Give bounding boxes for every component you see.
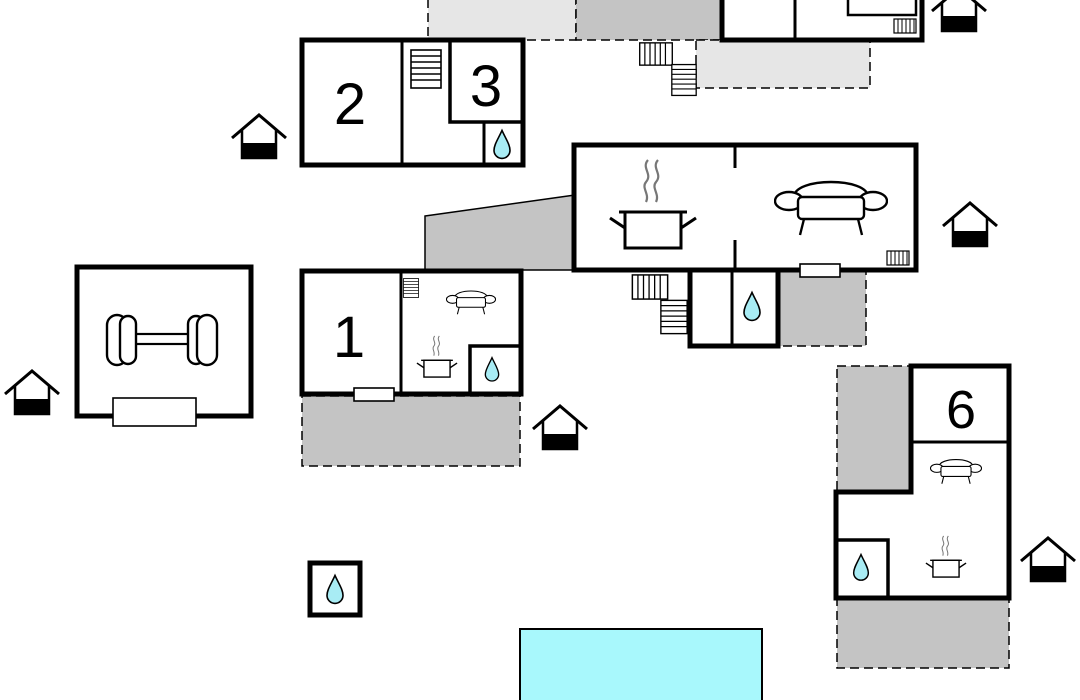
dumbbell-icon xyxy=(105,313,219,367)
window xyxy=(112,397,197,427)
block-bedrooms-2-3: 2 3 xyxy=(299,37,526,168)
bedroom-3-label: 3 xyxy=(470,54,502,119)
terrace-top-right xyxy=(695,39,871,89)
terrace-top-middle xyxy=(575,0,723,41)
radiator-icon xyxy=(893,18,917,34)
bedroom-1-label: 1 xyxy=(333,305,365,370)
stairs-icon xyxy=(638,42,674,66)
stairs-icon xyxy=(671,63,697,97)
swimming-pool xyxy=(519,628,763,700)
window xyxy=(353,387,395,402)
terrace-main-west xyxy=(424,194,576,271)
exit-house-icon xyxy=(231,113,287,160)
terrace-top-left xyxy=(427,0,577,41)
exit-house-icon xyxy=(1020,536,1076,583)
terrace-bedroom-6-side xyxy=(836,365,914,493)
exit-house-icon xyxy=(4,369,60,416)
exit-house-icon xyxy=(942,201,998,248)
top-building xyxy=(427,0,925,97)
gym-building xyxy=(74,264,254,427)
stairs-icon xyxy=(660,299,688,335)
bedroom-6-label: 6 xyxy=(946,380,976,440)
block-bedroom-6: 6 xyxy=(833,363,1012,669)
stairs-icon xyxy=(631,274,669,300)
stairs-icon xyxy=(403,278,419,298)
terrace-main-south xyxy=(777,269,867,347)
terrace-bedroom-1 xyxy=(301,395,521,467)
exit-house-icon xyxy=(532,404,588,451)
bedroom-2-label: 2 xyxy=(334,72,366,137)
window xyxy=(799,263,841,278)
main-living-building xyxy=(424,142,919,349)
block-bedroom-1: 1 xyxy=(299,268,524,467)
stairs-icon xyxy=(410,49,442,89)
terrace-bedroom-6-south xyxy=(836,597,1010,669)
exit-house-icon xyxy=(931,0,987,33)
radiator-icon xyxy=(886,250,910,266)
